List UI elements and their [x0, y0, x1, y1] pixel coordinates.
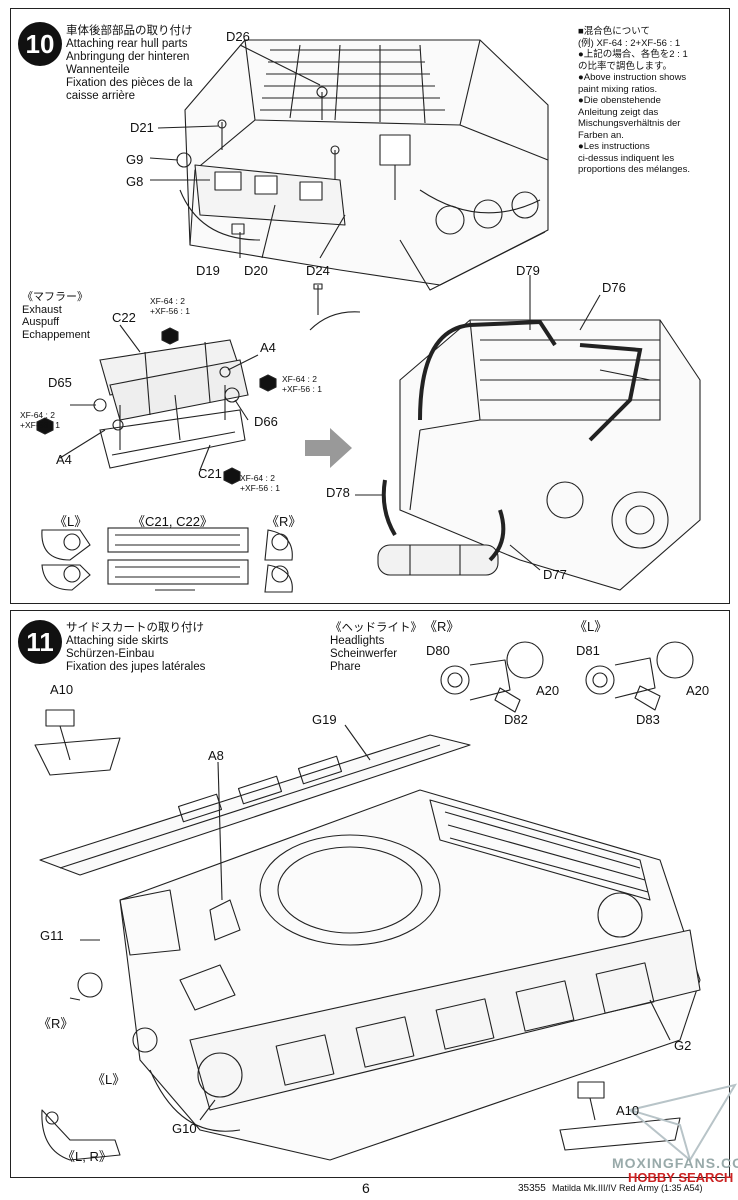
step11-title: サイドスカートの取り付け Attaching side skirts Schür… [66, 622, 205, 674]
step10-title-ja: 車体後部部品の取り付け [66, 25, 193, 37]
label-d26: D26 [226, 29, 250, 44]
note-line: ●Die obenstehende [578, 95, 661, 106]
paint-line: +XF-56 : 1 [282, 384, 322, 394]
label-a20-l: A20 [686, 683, 710, 698]
label-c22: C22 [112, 310, 136, 325]
label-a10-top: A10 [50, 682, 74, 697]
note-line: (例) XF-64 : 2+XF-56 : 1 [578, 37, 681, 49]
label-a4-left: A4 [56, 452, 72, 467]
label-a4-top: A4 [260, 340, 276, 355]
label-sub-c21c22: 《C21, C22》 [132, 514, 213, 529]
label-g2: G2 [674, 1038, 692, 1053]
note-line: proportions des mélanges. [578, 164, 690, 175]
label-d83: D83 [636, 712, 660, 727]
note-line: ■混合色について [578, 26, 650, 37]
note-line: ci-dessus indiquent les [578, 152, 675, 164]
label-d79: D79 [516, 263, 540, 278]
headlights-heading: 《ヘッドライト》 Headlights Scheinwerfer Phare [330, 622, 422, 674]
label-d65: D65 [48, 375, 72, 390]
label-r-side: 《R》 [38, 1016, 74, 1031]
label-a10-bottom: A10 [616, 1103, 640, 1118]
label-d82: D82 [504, 712, 528, 727]
footer-code: 35355 [518, 1183, 546, 1194]
label-g19: G19 [312, 712, 337, 727]
label-g11: G11 [40, 928, 64, 943]
label-d19: D19 [196, 263, 220, 278]
label-sub-r: 《R》 [266, 514, 302, 529]
note-line: Farben an. [578, 129, 624, 141]
step10-title: 車体後部部品の取り付け Attaching rear hull parts An… [66, 25, 193, 103]
label-g9: G9 [126, 152, 144, 167]
step10-title-fr1: Fixation des pièces de la [66, 77, 193, 89]
paint-c21: XF-64 : 2 +XF-56 : 1 [240, 473, 280, 493]
headlights-en: Headlights [330, 635, 385, 647]
step10-title-en: Attaching rear hull parts [66, 38, 188, 50]
paint-mix-notes: ■混合色について (例) XF-64 : 2+XF-56 : 1 ●上記の場合、… [578, 26, 690, 176]
headlights-fr: Phare [330, 661, 361, 673]
step11-title-de: Schürzen-Einbau [66, 648, 155, 660]
step10-title-de1: Anbringung der hinteren [66, 51, 190, 63]
step11-title-en: Attaching side skirts [66, 635, 169, 647]
step10-title-de2: Wannenteile [66, 64, 130, 76]
paint-line: +XF-56 : 1 [240, 483, 280, 493]
watermark-hobbysearch: HOBBY SEARCH [628, 1170, 734, 1185]
muffler-ja: 《マフラー》 [22, 291, 88, 303]
label-sub-l: 《L》 [54, 514, 88, 529]
label-d76: D76 [602, 280, 626, 295]
label-d66: D66 [254, 414, 278, 429]
label-d20: D20 [244, 263, 268, 278]
note-line: paint mixing ratios. [578, 83, 658, 95]
label-d21: D21 [130, 120, 154, 135]
muffler-heading: 《マフラー》 Exhaust Auspuff Echappement [22, 291, 90, 341]
label-d77: D77 [543, 567, 567, 582]
step11-title-ja: サイドスカートの取り付け [66, 622, 204, 634]
watermark-moxingfans: MOXINGFANS.COM [612, 1155, 738, 1171]
paint-line: XF-64 : 2 [150, 296, 185, 306]
label-a8: A8 [208, 748, 224, 763]
paint-c22: XF-64 : 2 +XF-56 : 1 [150, 296, 190, 316]
paint-d65: XF-64 : 2 +XF-56 : 1 [20, 410, 60, 430]
muffler-de: Auspuff [22, 316, 60, 328]
step10-title-fr2: caisse arrière [66, 90, 136, 102]
note-line: Mischungsverhältnis der [578, 118, 681, 129]
step11-title-fr: Fixation des jupes latérales [66, 661, 206, 673]
step10-number: 10 [18, 22, 62, 66]
paint-line: XF-64 : 2 [240, 473, 275, 483]
label-r-headlight: 《R》 [424, 619, 460, 634]
muffler-en: Exhaust [22, 303, 62, 316]
label-g10: G10 [172, 1121, 197, 1136]
note-line: ●Les instructions [578, 141, 650, 152]
paint-line: XF-64 : 2 [282, 374, 317, 384]
label-a20-r: A20 [536, 683, 560, 698]
paint-line: XF-64 : 2 [20, 410, 55, 420]
label-c21: C21 [198, 466, 222, 481]
label-d80: D80 [426, 643, 450, 658]
label-d24: D24 [306, 263, 330, 278]
label-lr: 《L, R》 [62, 1149, 112, 1164]
muffler-fr: Echappement [22, 328, 90, 341]
label-l-side: 《L》 [92, 1072, 126, 1087]
headlights-ja: 《ヘッドライト》 [330, 622, 422, 634]
footer-model: Matilda Mk.III/IV Red Army (1:35 A54) [552, 1183, 703, 1193]
paint-line: +XF-56 : 1 [150, 306, 190, 316]
paint-line: +XF-56 : 1 [20, 420, 60, 430]
label-d81: D81 [576, 643, 600, 658]
note-line: の比率で調色します。 [578, 60, 673, 72]
note-line: Anleitung zeigt das [578, 106, 659, 118]
label-l-headlight: 《L》 [574, 619, 608, 634]
label-g8: G8 [126, 174, 144, 189]
step11-number: 11 [18, 620, 62, 664]
label-d78: D78 [326, 485, 350, 500]
note-line: ●上記の場合、各色を2 : 1 [578, 49, 688, 60]
note-line: ●Above instruction shows [578, 72, 687, 83]
page-number: 6 [362, 1180, 370, 1196]
headlights-de: Scheinwerfer [330, 648, 398, 660]
paint-d66: XF-64 : 2 +XF-56 : 1 [282, 374, 322, 394]
